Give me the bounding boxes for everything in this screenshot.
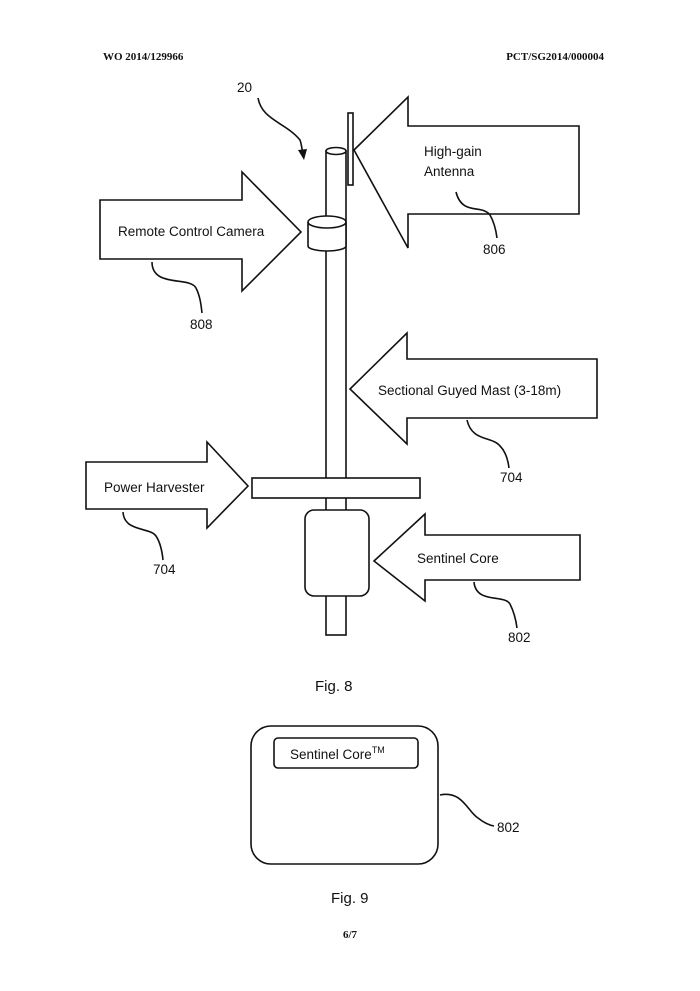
camera-label: Remote Control Camera	[118, 224, 265, 239]
reference-20-arrowhead	[298, 149, 307, 160]
fig9-device-name: Sentinel Core	[290, 747, 372, 762]
sentinel-core-box	[305, 510, 369, 596]
numeral-808: 808	[190, 317, 213, 332]
reference-20-leader	[258, 98, 303, 155]
antenna-label-line1: High-gain	[424, 144, 482, 159]
reference-numeral-20: 20	[237, 80, 252, 95]
page-number: 6/7	[0, 929, 700, 941]
leader-808	[152, 262, 202, 313]
fig9-device-label: Sentinel CoreTM	[290, 745, 385, 762]
mast-top	[326, 148, 346, 155]
numeral-802-fig9: 802	[497, 820, 520, 835]
antenna-label-line2: Antenna	[424, 164, 475, 179]
leader-704-power	[123, 512, 163, 560]
leader-704-mast	[467, 420, 509, 468]
fig9-trademark: TM	[372, 745, 385, 755]
camera-top	[308, 216, 346, 228]
power-harvester-bar	[252, 478, 420, 498]
figure-9-caption: Fig. 9	[331, 890, 369, 907]
leader-802-fig9	[440, 794, 494, 826]
antenna-bar	[348, 113, 353, 185]
mast-label: Sectional Guyed Mast (3-18m)	[378, 383, 561, 398]
sentinel-core-label: Sentinel Core	[417, 551, 499, 566]
power-harvester-label: Power Harvester	[104, 480, 205, 495]
leader-802-core	[474, 582, 517, 628]
numeral-806: 806	[483, 242, 506, 257]
numeral-704-power: 704	[153, 562, 176, 577]
numeral-802-core: 802	[508, 630, 531, 645]
leader-806	[456, 192, 497, 238]
figure-8-caption: Fig. 8	[315, 678, 353, 695]
numeral-704-mast: 704	[500, 470, 523, 485]
